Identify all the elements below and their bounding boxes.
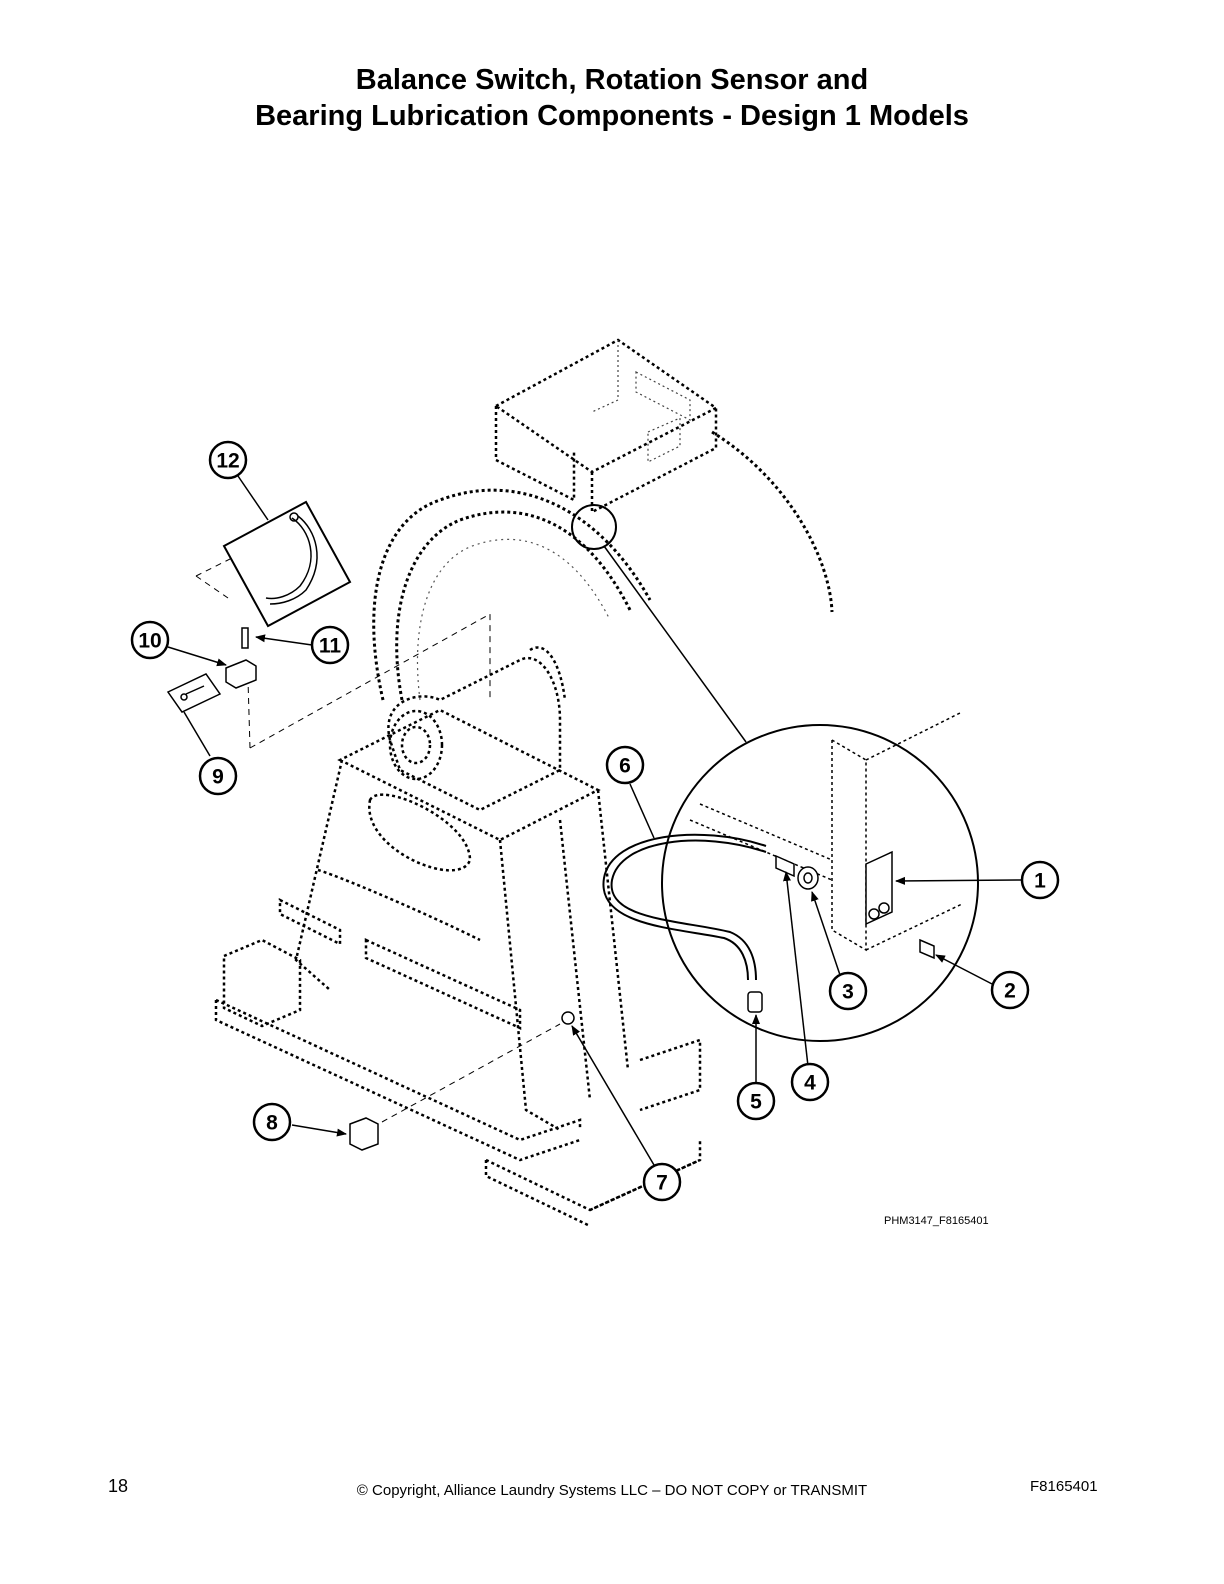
page-number: 18 xyxy=(108,1476,129,1496)
callout-3-label: 3 xyxy=(842,981,854,1004)
callout-1-circle xyxy=(1020,860,1060,900)
callout-10-circle xyxy=(130,620,170,660)
callout-6-circle xyxy=(605,745,645,785)
callout-12-circle xyxy=(208,440,248,480)
lubrication-hose xyxy=(602,833,767,981)
callout-3-circle xyxy=(828,971,868,1011)
small-parts xyxy=(349,854,935,1151)
control-box xyxy=(493,338,719,515)
callout-6-label: 6 xyxy=(619,755,631,778)
callout-7-label: 7 xyxy=(656,1172,668,1195)
document-id: F8165401 xyxy=(1030,1478,1098,1495)
detail-inset xyxy=(571,504,979,1042)
callout-2-label: 2 xyxy=(1004,980,1016,1003)
callout-9-label: 9 xyxy=(212,766,224,789)
pedestal-frame xyxy=(214,759,702,1228)
page-title-line2: Bearing Lubrication Components - Design … xyxy=(255,100,969,132)
callout-arrows xyxy=(167,475,1023,1166)
control-box-details xyxy=(591,340,691,463)
bracket-and-sensor xyxy=(166,627,257,713)
leader-dashes xyxy=(195,550,561,1123)
callout-2-circle xyxy=(990,970,1030,1010)
wire-harness xyxy=(265,512,318,605)
callout-4-label: 4 xyxy=(804,1072,816,1095)
wire-harness-box xyxy=(222,500,352,628)
switch-plate xyxy=(865,850,893,926)
callout-8-label: 8 xyxy=(266,1112,278,1135)
callout-1-label: 1 xyxy=(1034,870,1046,893)
callout-10-label: 10 xyxy=(138,630,161,653)
drum-outline xyxy=(372,430,834,701)
callout-12-label: 12 xyxy=(216,450,239,473)
callout-circles xyxy=(130,440,1060,1202)
drum-inner-arc xyxy=(416,538,611,701)
callout-9-circle xyxy=(198,756,238,796)
figure-reference: PHM3147_F8165401 xyxy=(884,1215,989,1227)
callout-5-label: 5 xyxy=(750,1091,762,1114)
callout-5-circle xyxy=(736,1081,776,1121)
callout-11-label: 11 xyxy=(319,635,342,658)
callout-11-circle xyxy=(310,625,350,665)
copyright-notice: © Copyright, Alliance Laundry Systems LL… xyxy=(356,1482,868,1499)
callout-8-circle xyxy=(252,1102,292,1142)
callout-7-circle xyxy=(642,1162,682,1202)
detail-panel xyxy=(689,711,963,952)
callout-4-circle xyxy=(790,1062,830,1102)
page-title-line1: Balance Switch, Rotation Sensor and xyxy=(355,64,869,96)
